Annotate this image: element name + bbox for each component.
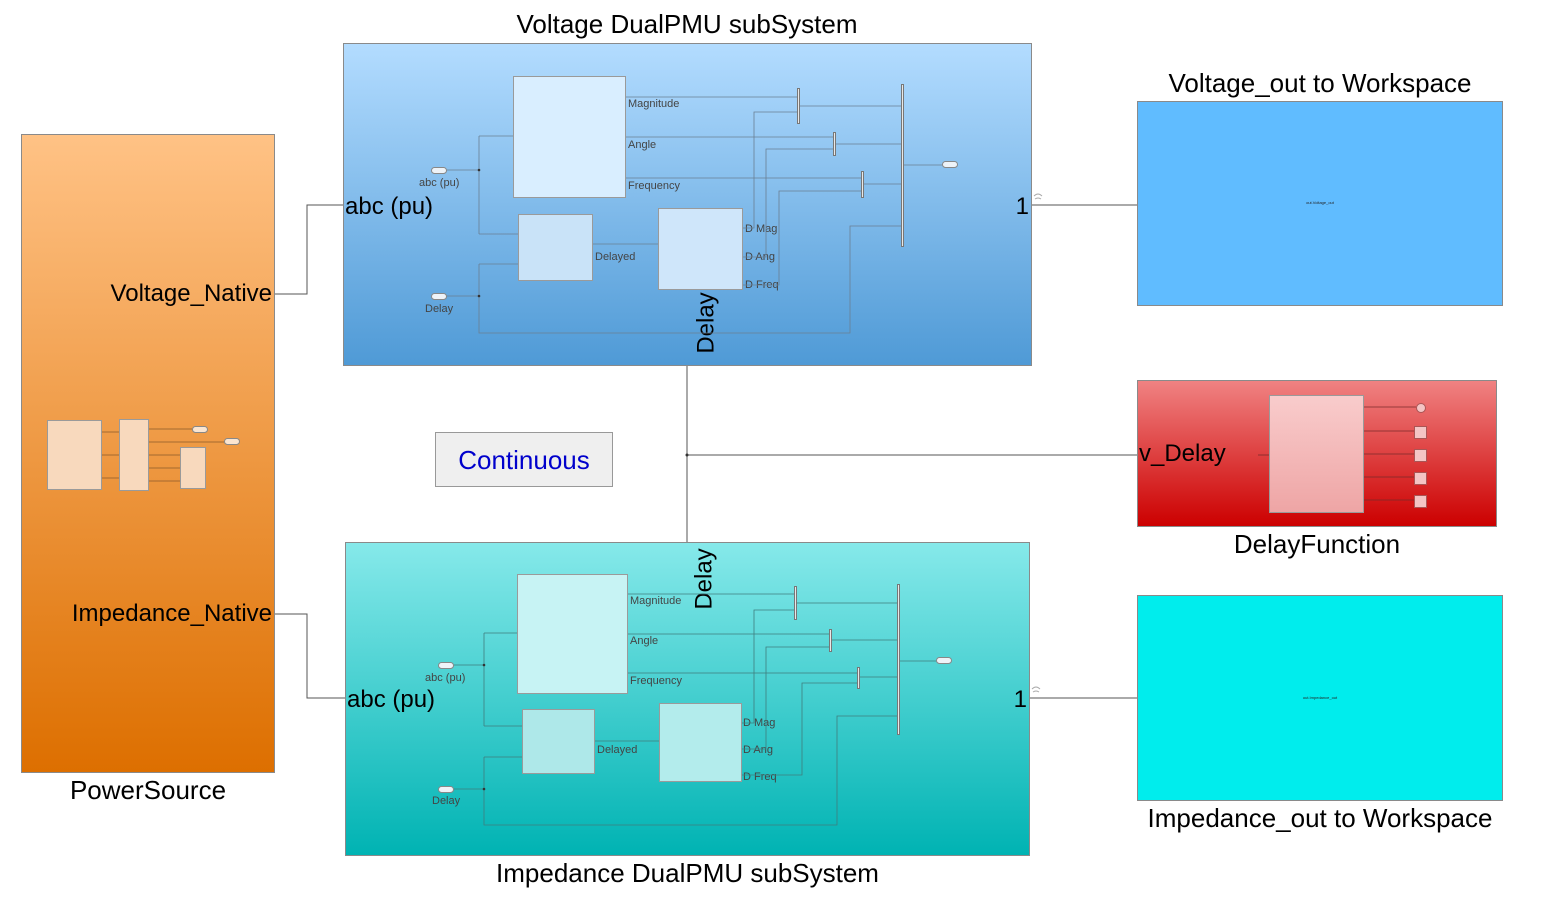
voltage-delayed-label: Delayed: [595, 251, 636, 263]
impedance-subsystem-in-port: abc (pu): [347, 686, 436, 713]
solver-label: Continuous: [458, 445, 590, 475]
impedance-inner-out: [936, 657, 952, 664]
impedance-mux-mag: [794, 586, 797, 620]
impedance-out-inner-text: out.Impedance_out: [1302, 695, 1338, 700]
impedance-out-workspace-block[interactable]: out.Impedance_out: [1137, 595, 1503, 801]
delay-inner-terminator-2: [1414, 449, 1427, 462]
voltage-mux-ang: [833, 132, 836, 156]
voltage-delayed-pmu-block: [658, 208, 743, 290]
voltage-inner-delay-label: Delay: [425, 303, 454, 315]
delay-inner-terminator-3: [1414, 472, 1427, 485]
impedance-inner-in-delay: [438, 786, 454, 793]
impedance-angle-label: Angle: [630, 635, 659, 647]
impedance-pmu-block: [517, 574, 628, 694]
power-source-title: PowerSource: [69, 775, 227, 805]
impedance-delayed-label: Delayed: [597, 744, 638, 756]
solver-block[interactable]: Continuous: [435, 432, 613, 487]
power-inner-source: [47, 420, 102, 490]
delay-function-block[interactable]: v_Delay: [1137, 380, 1497, 527]
impedance-inner-delay-label: Delay: [432, 795, 461, 807]
voltage-inner-wires: [447, 96, 942, 334]
power-out-port-1: [192, 426, 208, 433]
voltage-subsystem-title: Voltage DualPMU subSystem: [516, 9, 858, 39]
voltage-delay-block: [518, 214, 593, 281]
power-inner-wires: [102, 428, 224, 482]
voltage-pmu-block: [513, 76, 626, 198]
voltage-mux-freq: [861, 171, 864, 198]
impedance-subsystem-block[interactable]: abc (pu) 1 Delay abc (pu) Delay Magnitud…: [345, 542, 1030, 856]
impedance-delay-block: [522, 709, 595, 774]
power-inner-mux: [119, 419, 149, 491]
voltage-angle-label: Angle: [628, 139, 657, 151]
power-source-block[interactable]: Voltage_Native Impedance_Native: [21, 134, 275, 773]
impedance-subsystem-out-port: 1: [1013, 686, 1027, 713]
wire-voltage-native: [275, 204, 343, 295]
delay-inner-block: [1269, 395, 1364, 513]
voltage-subsystem-in-port: abc (pu): [345, 193, 434, 220]
delay-inner-terminator-4: [1414, 495, 1427, 508]
impedance-frequency-label: Frequency: [630, 675, 682, 687]
voltage-subsystem-out-port: 1: [1015, 193, 1029, 220]
voltage-inner-abc-label: abc (pu): [419, 177, 460, 189]
impedance-delayed-pmu-block: [659, 703, 742, 782]
impedance-mux-freq: [857, 667, 860, 689]
port-impedance-native: Impedance_Native: [71, 600, 272, 627]
impedance-inner-abc-label: abc (pu): [425, 672, 466, 684]
voltage-subsystem-block[interactable]: abc (pu) 1 Delay abc (pu) Delay Magnitud…: [343, 43, 1032, 366]
delay-function-port: v_Delay: [1139, 440, 1226, 467]
voltage-mux-main: [901, 84, 904, 247]
voltage-inner-in-delay: [431, 293, 447, 300]
voltage-inner-in-abc: [431, 167, 447, 174]
impedance-mux-main: [897, 584, 900, 735]
voltage-out-inner-text: out.Voltage_out: [1306, 200, 1334, 205]
delay-function-title: DelayFunction: [1233, 529, 1401, 559]
wire-impedance-native: [275, 613, 345, 699]
impedance-dfreq-label: D Freq: [743, 771, 777, 783]
voltage-out-workspace-block[interactable]: out.Voltage_out: [1137, 101, 1503, 306]
port-voltage-native: Voltage_Native: [110, 280, 272, 307]
impedance-subsystem-title: Impedance DualPMU subSystem: [496, 858, 879, 888]
delay-inner-terminator-1: [1414, 426, 1427, 439]
delay-inner-out-dot: [1416, 403, 1426, 413]
power-inner-measure: [180, 447, 206, 489]
impedance-inner-wires: [454, 593, 936, 826]
voltage-frequency-label: Frequency: [628, 180, 680, 192]
impedance-out-title: Impedance_out to Workspace: [1147, 803, 1493, 833]
voltage-inner-out: [942, 161, 958, 168]
impedance-mux-ang: [829, 629, 832, 652]
power-out-port-2: [224, 438, 240, 445]
delay-inner-wires: [1258, 406, 1416, 501]
voltage-out-title: Voltage_out to Workspace: [1168, 68, 1472, 98]
voltage-dmag-label: D Mag: [745, 223, 778, 235]
impedance-magnitude-label: Magnitude: [630, 595, 682, 607]
impedance-dmag-label: D Mag: [743, 717, 776, 729]
impedance-inner-in-abc: [438, 662, 454, 669]
impedance-dang-label: D Ang: [743, 744, 773, 756]
voltage-mux-mag: [797, 88, 800, 124]
voltage-magnitude-label: Magnitude: [628, 98, 680, 110]
